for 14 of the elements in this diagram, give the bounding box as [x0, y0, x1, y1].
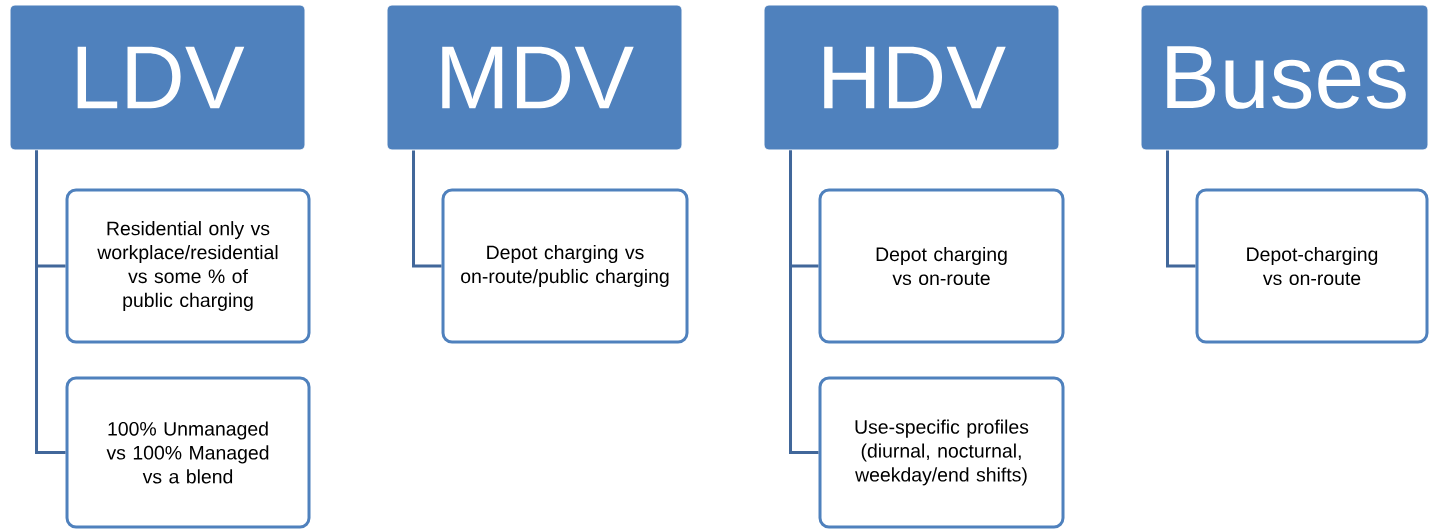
description-box: Depot-charging vs on-route: [1195, 188, 1429, 344]
description-box: Depot charging vs on-route/public charging: [441, 188, 689, 344]
connector-line: [412, 150, 442, 268]
category-box: MDV: [386, 4, 683, 151]
connector-line: [1166, 150, 1196, 268]
description-box: 100% Unmanaged vs 100% Managed vs a blend: [65, 376, 311, 529]
description-box: Residential only vs workplace/residential vs some % of public charging: [65, 188, 311, 344]
category-box: LDV: [9, 4, 306, 151]
connector-line: [35, 150, 66, 454]
description-box: Use-specific profiles (diurnal, nocturnal, weekday/end shifts): [818, 376, 1065, 529]
connector-line: [789, 150, 819, 454]
description-box: Depot charging vs on-route: [818, 188, 1065, 344]
category-box: HDV: [763, 4, 1060, 151]
category-box: Buses: [1140, 4, 1429, 151]
